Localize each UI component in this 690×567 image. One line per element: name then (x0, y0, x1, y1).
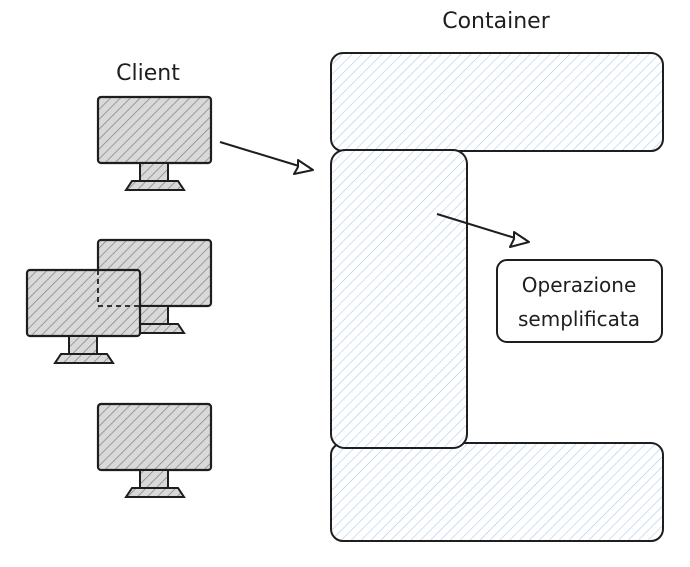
client-monitor-icon (96, 402, 213, 498)
container-middle-block (330, 149, 468, 449)
client-to-container-arrow-icon (219, 141, 314, 175)
container-bottom-block (330, 442, 664, 542)
client-label: Client (116, 61, 180, 86)
container-label: Container (442, 9, 550, 34)
operation-box: Operazione semplificata (496, 259, 663, 343)
operation-label-line2: semplificata (518, 307, 640, 331)
container-top-block (330, 52, 664, 152)
client-monitor-icon (25, 268, 142, 364)
client-monitor-icon (96, 95, 213, 191)
container-to-operation-arrow-icon (436, 213, 530, 248)
operation-label-line1: Operazione (522, 273, 637, 297)
